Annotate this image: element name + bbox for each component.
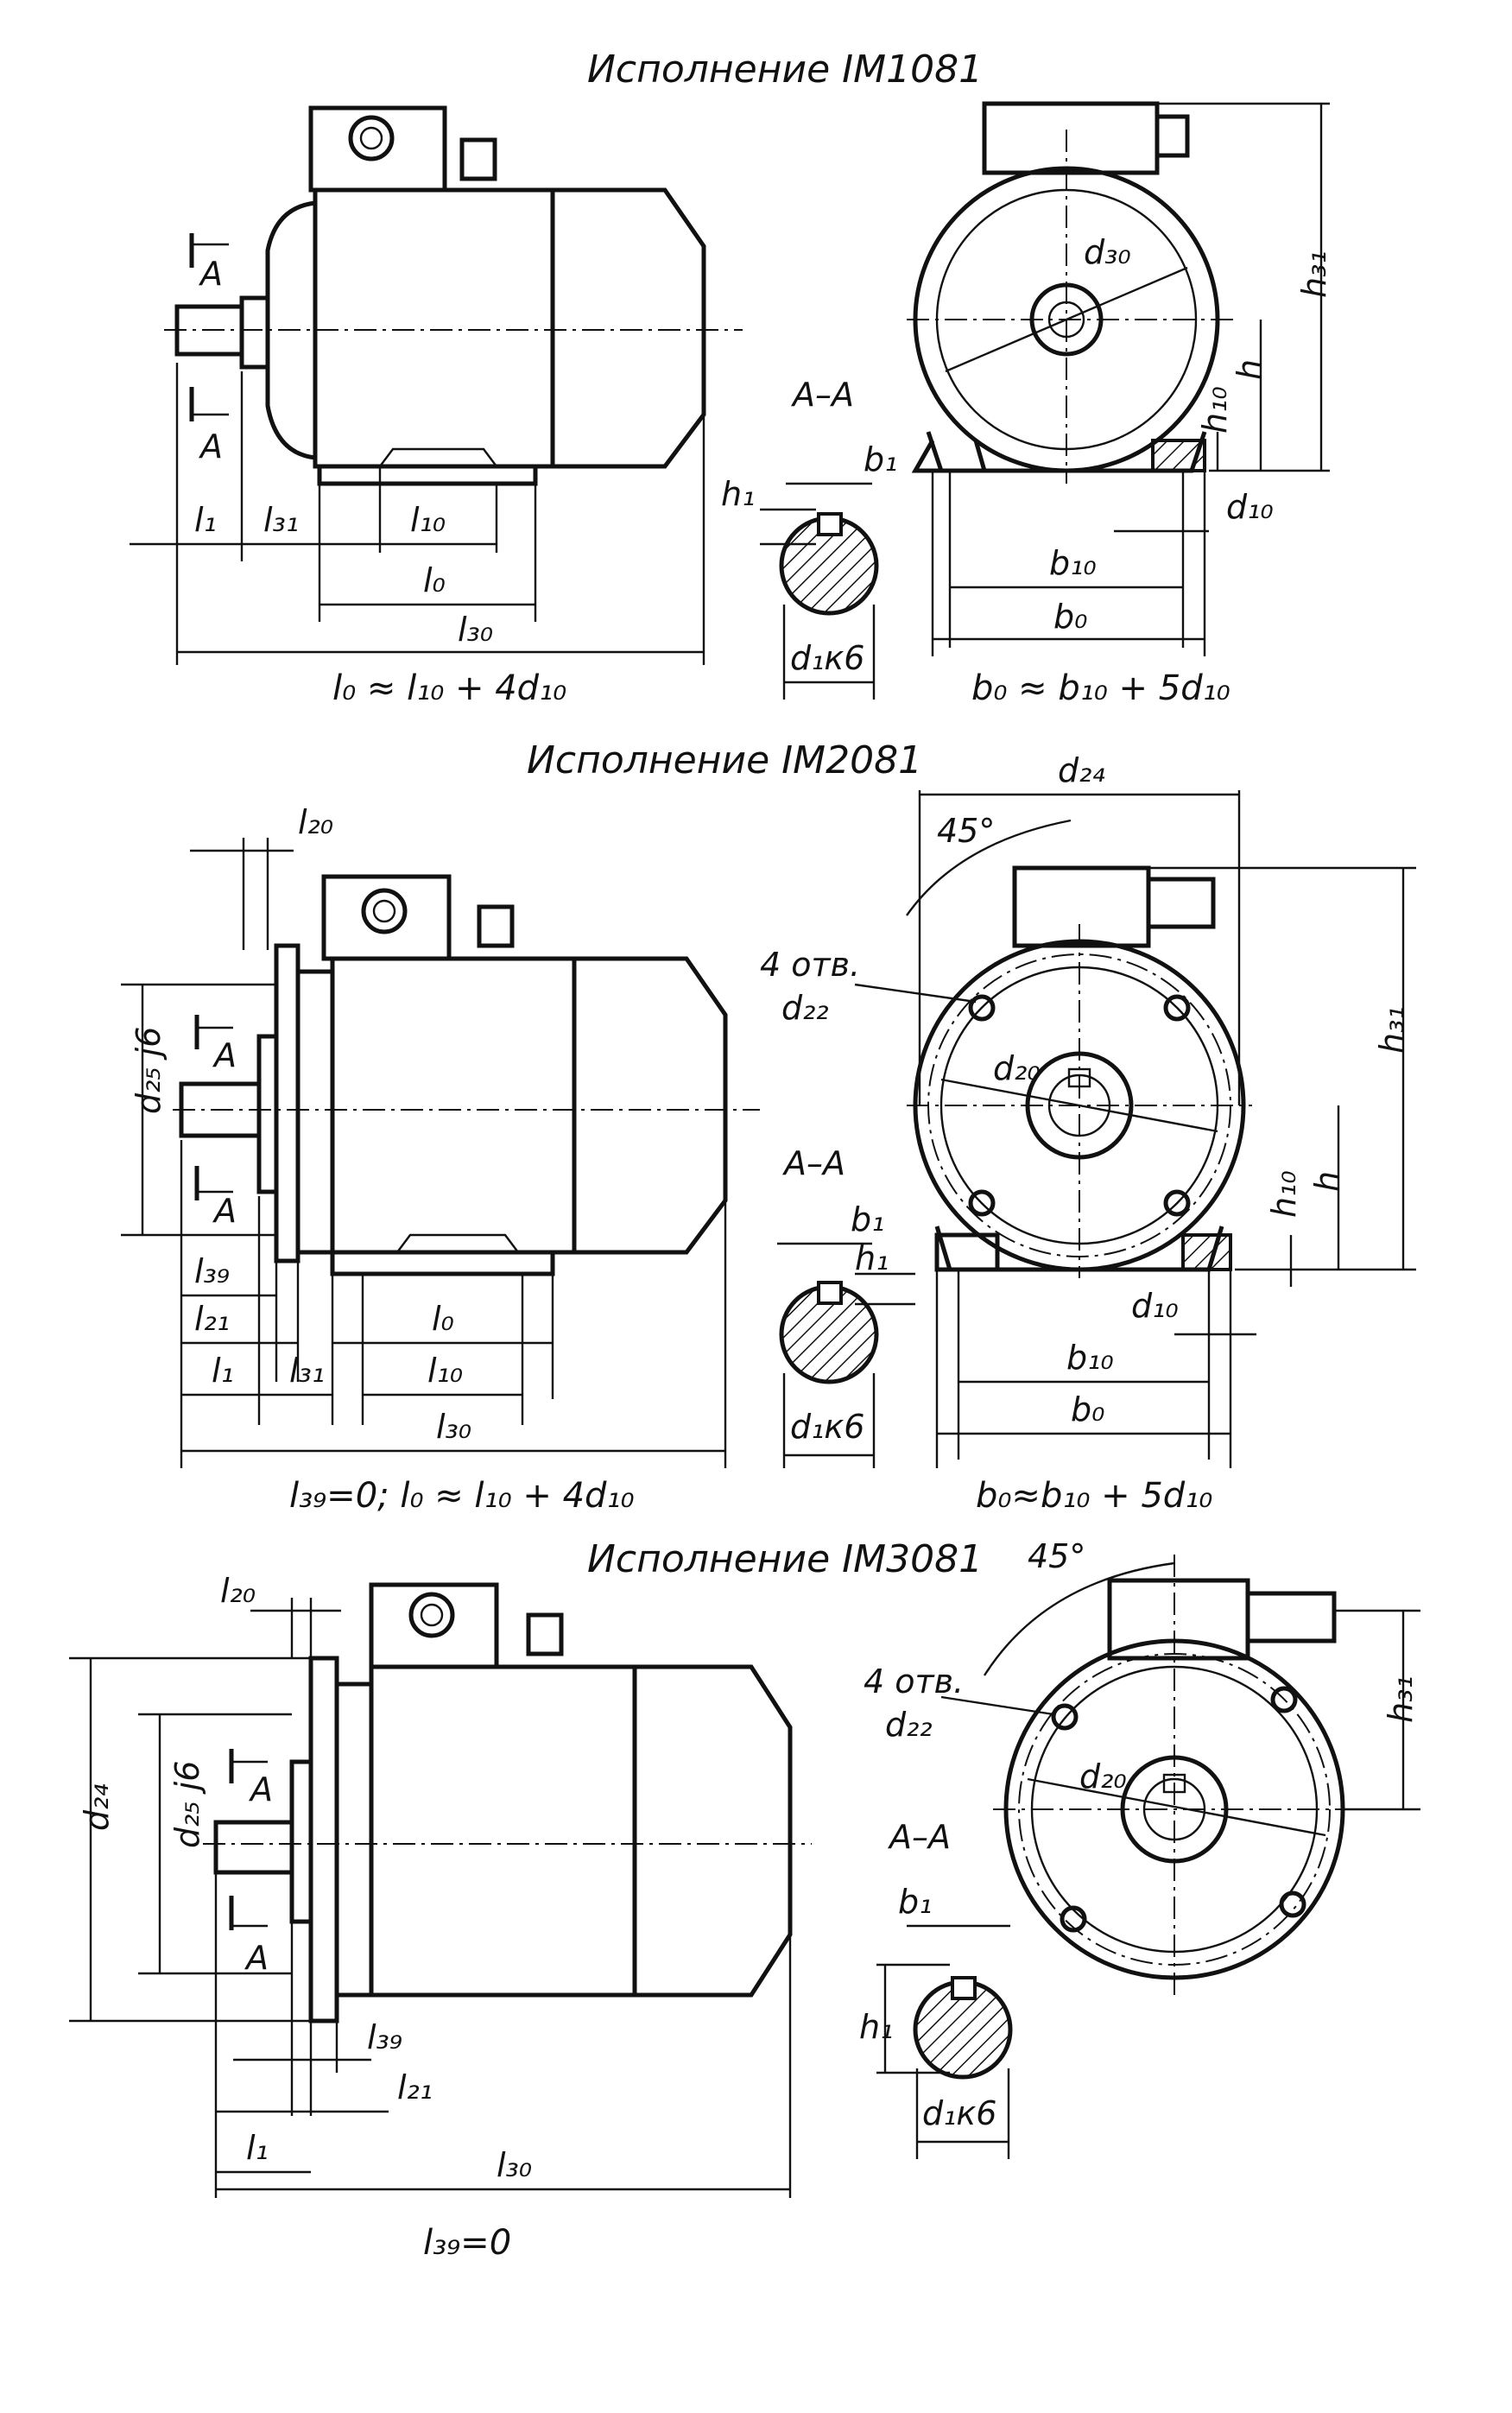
- holes-count-label: 4 отв.: [760, 946, 860, 984]
- section-mark-a-bottom-2: A: [212, 1192, 237, 1230]
- dim-d30: d₃₀: [1084, 233, 1131, 271]
- dim-d1k6-2: d₁к6: [790, 1408, 864, 1446]
- dim-h31-2: h₃₁: [1373, 1006, 1411, 1054]
- im1081-side-view: A A l₁ l₃₁ l₁₀ l₀ l₃₀ l₀ ≈ l₁₀ + 4d₁₀: [130, 105, 743, 708]
- dim-l10-2: l₁₀: [427, 1352, 463, 1390]
- formula-b0-1: b₀ ≈ b₁₀ + 5d₁₀: [971, 668, 1230, 708]
- dim-l1: l₁: [194, 501, 217, 539]
- section-mark-a-top-3: A: [248, 1770, 273, 1808]
- dim-d10-2: d₁₀: [1131, 1287, 1179, 1325]
- dim-h1: h₁: [721, 475, 755, 513]
- dim-d24-top: d₂₄: [1058, 751, 1105, 789]
- im1081-section-aa: A–A b₁ h₁ d₁к6: [721, 376, 897, 700]
- dim-l30: l₃₀: [458, 611, 493, 649]
- dim-b1-2: b₁: [851, 1200, 884, 1238]
- section-mark-a-top-2: A: [212, 1036, 237, 1074]
- dim-d22-3: d₂₂: [885, 1706, 933, 1744]
- dim-h1-3: h₁: [859, 2008, 893, 2046]
- im3081-side-view: A A d₂₄ d₂₅ j6 l₂₀ l₃₉ l₂₁ l₁ l₃₀ l₃₉=0: [69, 1572, 812, 2263]
- title-im2081: Исполнение IM2081: [527, 738, 922, 782]
- dim-b10-2: b₁₀: [1066, 1339, 1114, 1377]
- dim-d25j6: d₂₅ j6: [130, 1027, 168, 1114]
- dim-h10: h₁₀: [1196, 386, 1234, 434]
- dim-b1: b₁: [864, 440, 897, 478]
- dim-d20: d₂₀: [993, 1049, 1041, 1087]
- dim-l10: l₁₀: [410, 501, 446, 539]
- dim-b1-3: b₁: [898, 1883, 932, 1921]
- section-title-aa-3: A–A: [887, 1818, 951, 1856]
- formula-l0-1: l₀ ≈ l₁₀ + 4d₁₀: [332, 668, 566, 708]
- holes-count-label-3: 4 отв.: [864, 1662, 964, 1700]
- im3081-end-view: 45° d₂₀ 4 отв. d₂₂ h₃₁: [864, 1537, 1420, 1995]
- angle-45-3: 45°: [1028, 1537, 1085, 1575]
- dim-l30-2: l₃₀: [436, 1408, 471, 1446]
- dim-l31: l₃₁: [263, 501, 299, 539]
- dim-d1k6-3: d₁к6: [922, 2094, 996, 2132]
- formula-b0-2: b₀≈b₁₀ + 5d₁₀: [976, 1476, 1212, 1516]
- im1081-end-view: d₃₀ h₃₁ h h₁₀ d₁₀ b₁₀ b₀ b₀ ≈ b₁₀ + 5d₁₀: [907, 101, 1333, 708]
- formula-l39-3: l₃₉=0: [423, 2223, 511, 2263]
- dim-d22: d₂₂: [781, 989, 829, 1027]
- dim-h31-3: h₃₁: [1382, 1675, 1420, 1723]
- section-mark-a-bottom-3: A: [244, 1939, 269, 1977]
- dim-l0-2: l₀: [432, 1300, 454, 1338]
- title-im3081: Исполнение IM3081: [587, 1537, 983, 1581]
- dim-l30-3: l₃₀: [497, 2146, 532, 2184]
- dim-d10: d₁₀: [1226, 488, 1274, 526]
- section-mark-a-top: A: [198, 255, 223, 293]
- dim-l21-3: l₂₁: [397, 2068, 433, 2106]
- dim-b0: b₀: [1053, 598, 1087, 636]
- im3081-section-aa: A–A b₁ h₁ d₁к6: [859, 1818, 1013, 2159]
- dim-d1k6: d₁к6: [790, 639, 864, 677]
- formula-l0-2: l₃₉=0; l₀ ≈ l₁₀ + 4d₁₀: [289, 1476, 634, 1516]
- dim-h-2: h: [1308, 1171, 1346, 1192]
- dim-d20-3: d₂₀: [1079, 1758, 1127, 1796]
- dim-l1-3: l₁: [246, 2129, 269, 2167]
- dim-l39-3: l₃₉: [367, 2018, 402, 2056]
- dim-b0-2: b₀: [1071, 1390, 1104, 1428]
- dim-b10: b₁₀: [1049, 544, 1097, 582]
- im2081-section-aa: A–A b₁ h₁ d₁к6: [777, 1144, 915, 1468]
- title-im1081: Исполнение IM1081: [587, 48, 983, 92]
- dim-l20: l₂₀: [298, 803, 333, 841]
- dim-h10-2: h₁₀: [1265, 1170, 1303, 1218]
- angle-45-2: 45°: [937, 812, 995, 850]
- dim-l20-3: l₂₀: [220, 1572, 256, 1610]
- dim-l31-2: l₃₁: [289, 1352, 325, 1390]
- im2081-end-view: d₂₄ 45° d₂₀ 4 отв. d₂₂ h₃₁ h: [760, 751, 1416, 1516]
- section-title-aa-2: A–A: [781, 1144, 845, 1182]
- dim-h: h: [1230, 359, 1268, 380]
- dim-d24-left: d₂₄: [78, 1783, 116, 1831]
- im2081-side-view: A A d₂₅ j6 l₂₀ l₃₉ l₂₁ l₀ l₁ l₃₁ l₁₀: [121, 803, 760, 1516]
- dim-d25j6-3: d₂₅ j6: [168, 1761, 206, 1848]
- dim-l1-2: l₁: [212, 1352, 234, 1390]
- section-mark-a-bottom: A: [198, 428, 223, 466]
- dim-l39: l₃₉: [194, 1252, 230, 1290]
- dim-l0: l₀: [423, 561, 446, 599]
- dim-h31: h₃₁: [1295, 250, 1333, 298]
- section-title-aa: A–A: [790, 376, 854, 414]
- dim-l21: l₂₁: [194, 1300, 230, 1338]
- dim-h1-2: h₁: [855, 1239, 889, 1277]
